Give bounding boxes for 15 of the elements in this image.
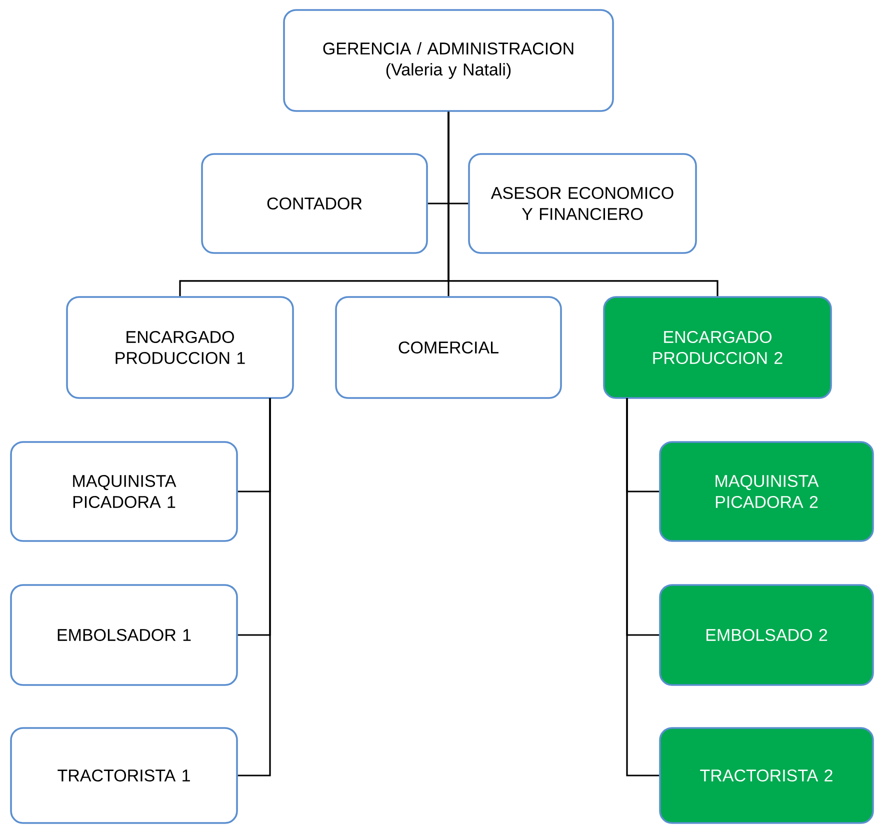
org-box: GERENCIA / ADMINISTRACION (Valeria y Natali): [283, 9, 614, 112]
org-box: ENCARGADO PRODUCCION 2: [603, 296, 832, 399]
org-box: MAQUINISTA PICADORA 2: [659, 441, 874, 542]
org-box: CONTADOR: [201, 153, 428, 254]
org-box: ASESOR ECONOMICO Y FINANCIERO: [468, 153, 697, 254]
connector-line: [626, 398, 660, 776]
org-box: EMBOLSADO 2: [659, 584, 874, 686]
connector-line: [238, 398, 271, 776]
connector-line: [448, 112, 718, 296]
org-box: ENCARGADO PRODUCCION 1: [66, 296, 294, 399]
org-box: MAQUINISTA PICADORA 1: [10, 441, 238, 542]
org-box: COMERCIAL: [335, 296, 562, 399]
org-box: TRACTORISTA 2: [659, 727, 874, 824]
org-box: EMBOLSADOR 1: [10, 584, 238, 686]
org-box: TRACTORISTA 1: [10, 727, 238, 824]
